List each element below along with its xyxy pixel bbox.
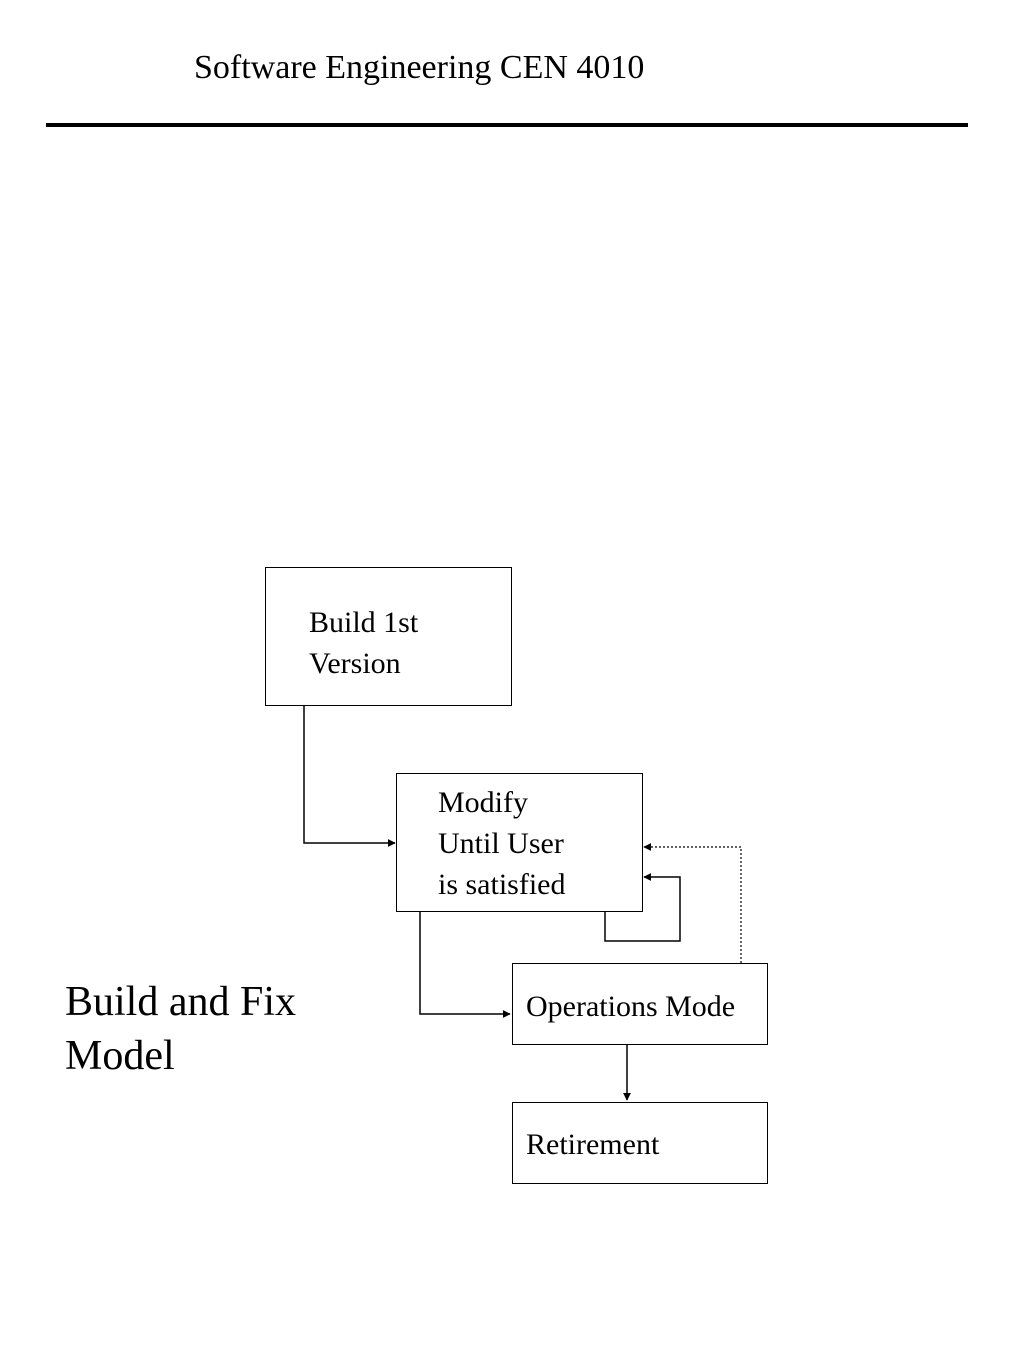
node-label-line: Build 1st [309,606,419,639]
node-label-line: Until User [438,827,564,860]
node-operations-mode [512,963,768,1045]
node-label-line: Version [309,647,401,680]
node-label-line: Operations Mode [526,990,736,1023]
model-title-line: Build and Fix [65,979,297,1025]
model-title-line: Model [65,1033,175,1079]
arrow-operations-to-modify [643,843,742,963]
node-build-first-version-label: Build 1st Version [309,602,418,684]
node-label-line: is satisfied [438,868,566,901]
node-retirement-label: Retirement [526,1124,659,1165]
node-modify-until-satisfied-label: Modify Until User is satisfied [438,782,566,905]
node-build-first-version [265,567,512,706]
node-operations-mode-label: Operations Mode [526,986,735,1027]
node-modify-until-satisfied [396,773,643,912]
node-label-line: Retirement [526,1128,660,1161]
arrow-modify-to-operations [419,911,511,1018]
model-title: Build and Fix Model [65,975,296,1083]
arrow-modify-self-loop [604,873,681,942]
page-title: Software Engineering CEN 4010 [194,49,645,86]
arrow-build-to-modify [303,705,396,847]
node-label-line: Modify [438,786,528,819]
node-retirement [512,1102,768,1184]
header-divider [46,123,968,127]
